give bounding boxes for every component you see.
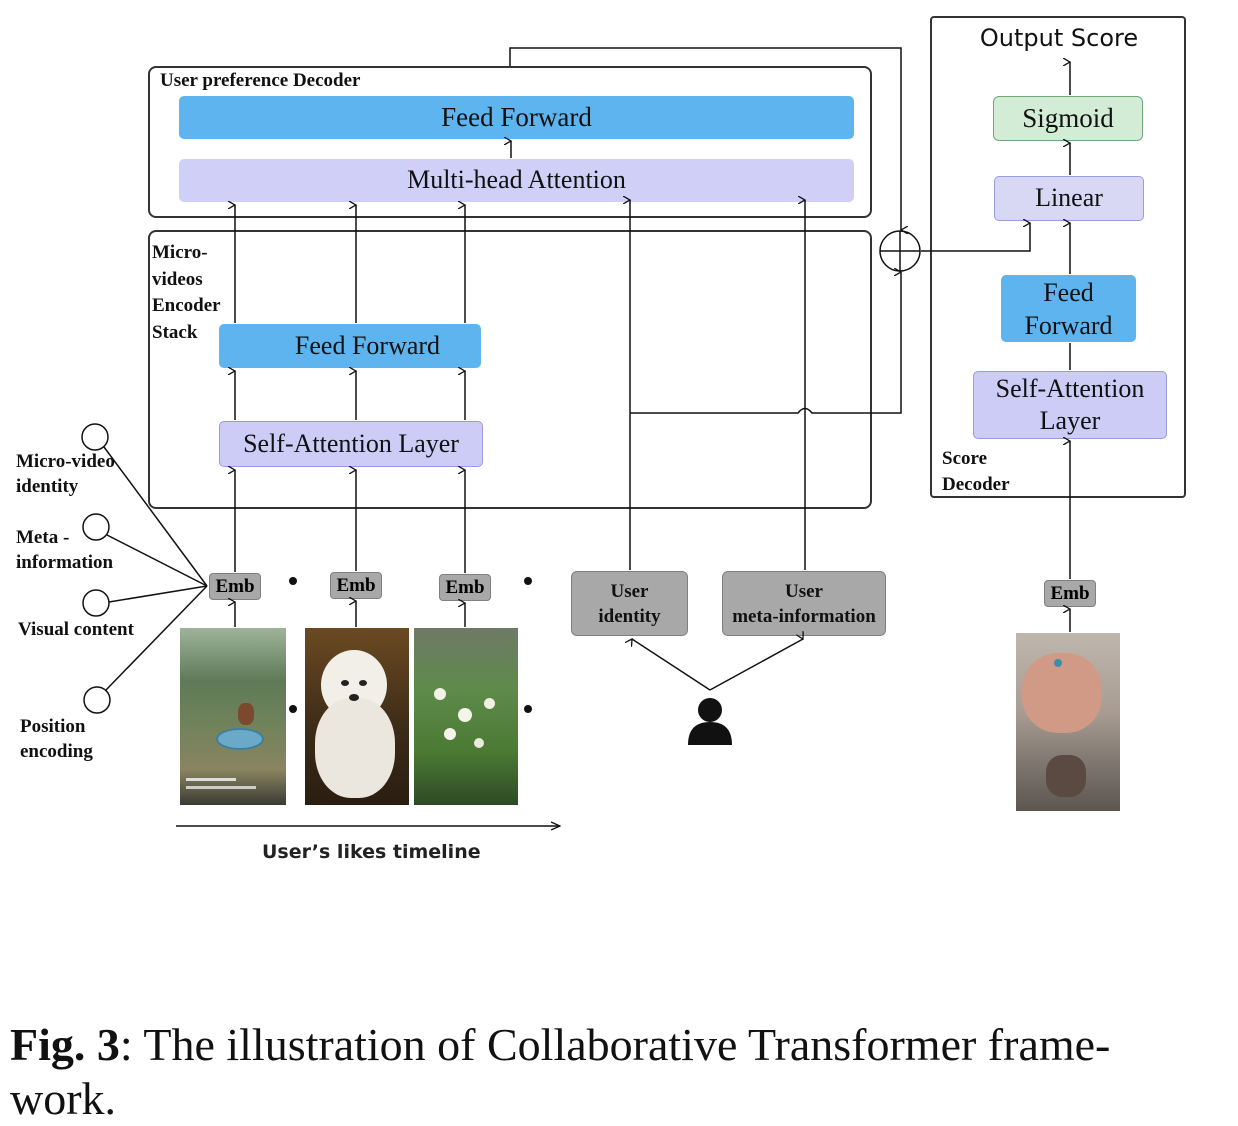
- timeline-label: User’s likes timeline: [262, 841, 481, 863]
- output-score-label: Output Score: [979, 24, 1139, 52]
- position-encoding-node: [83, 686, 111, 714]
- meta-information-label: Meta - information: [16, 527, 114, 573]
- encoder-feed-forward-box: Feed Forward: [219, 324, 481, 368]
- score-decoder-frame: [930, 16, 1186, 498]
- video-thumbnail-white-dog: [305, 628, 409, 805]
- user-meta-information-box: User meta-information: [722, 571, 886, 636]
- sigmoid-box: Sigmoid: [993, 96, 1143, 141]
- user-identity-box: User identity: [571, 571, 688, 636]
- score-feed-forward-box: Feed Forward: [1001, 275, 1136, 342]
- encoder-self-attention-box: Self-Attention Layer: [219, 421, 483, 467]
- multi-head-attention-box: Multi-head Attention: [179, 159, 854, 202]
- position-encoding-label: Position encoding: [20, 716, 93, 762]
- encoder-stack-frame: [148, 230, 872, 509]
- visual-content-node: [82, 589, 110, 617]
- micro-video-identity-node: [81, 423, 109, 451]
- linear-box: Linear: [994, 176, 1144, 221]
- user-preference-decoder-frame: [148, 66, 872, 218]
- emb-box-score: Emb: [1044, 580, 1096, 607]
- figure-number: Fig. 3: [10, 1019, 120, 1070]
- meta-information-node: [82, 513, 110, 541]
- video-thumbnail-target: [1016, 633, 1120, 811]
- score-decoder-title: Score Decoder: [942, 448, 1010, 495]
- decoder-title: User preference Decoder: [160, 70, 361, 91]
- micro-video-identity-label: Micro-video identity: [16, 451, 115, 497]
- emb-box-2: Emb: [330, 572, 382, 599]
- video-thumbnail-flowers: [414, 628, 518, 805]
- video-thumbnail-dog-pool: [180, 628, 286, 805]
- figure-caption-text: : The illustration of Collaborative Tran…: [10, 1019, 1111, 1124]
- visual-content-label: Visual content: [18, 619, 134, 640]
- ellipsis-dots: [289, 577, 532, 713]
- encoder-title: Micro- videos Encoder Stack: [152, 240, 221, 346]
- figure-caption: Fig. 3: The illustration of Collaborativ…: [10, 1018, 1230, 1126]
- score-self-attention-box: Self-Attention Layer: [973, 371, 1167, 439]
- decoder-feed-forward-box: Feed Forward: [179, 96, 854, 139]
- emb-box-3: Emb: [439, 574, 491, 601]
- user-icon: [688, 698, 732, 745]
